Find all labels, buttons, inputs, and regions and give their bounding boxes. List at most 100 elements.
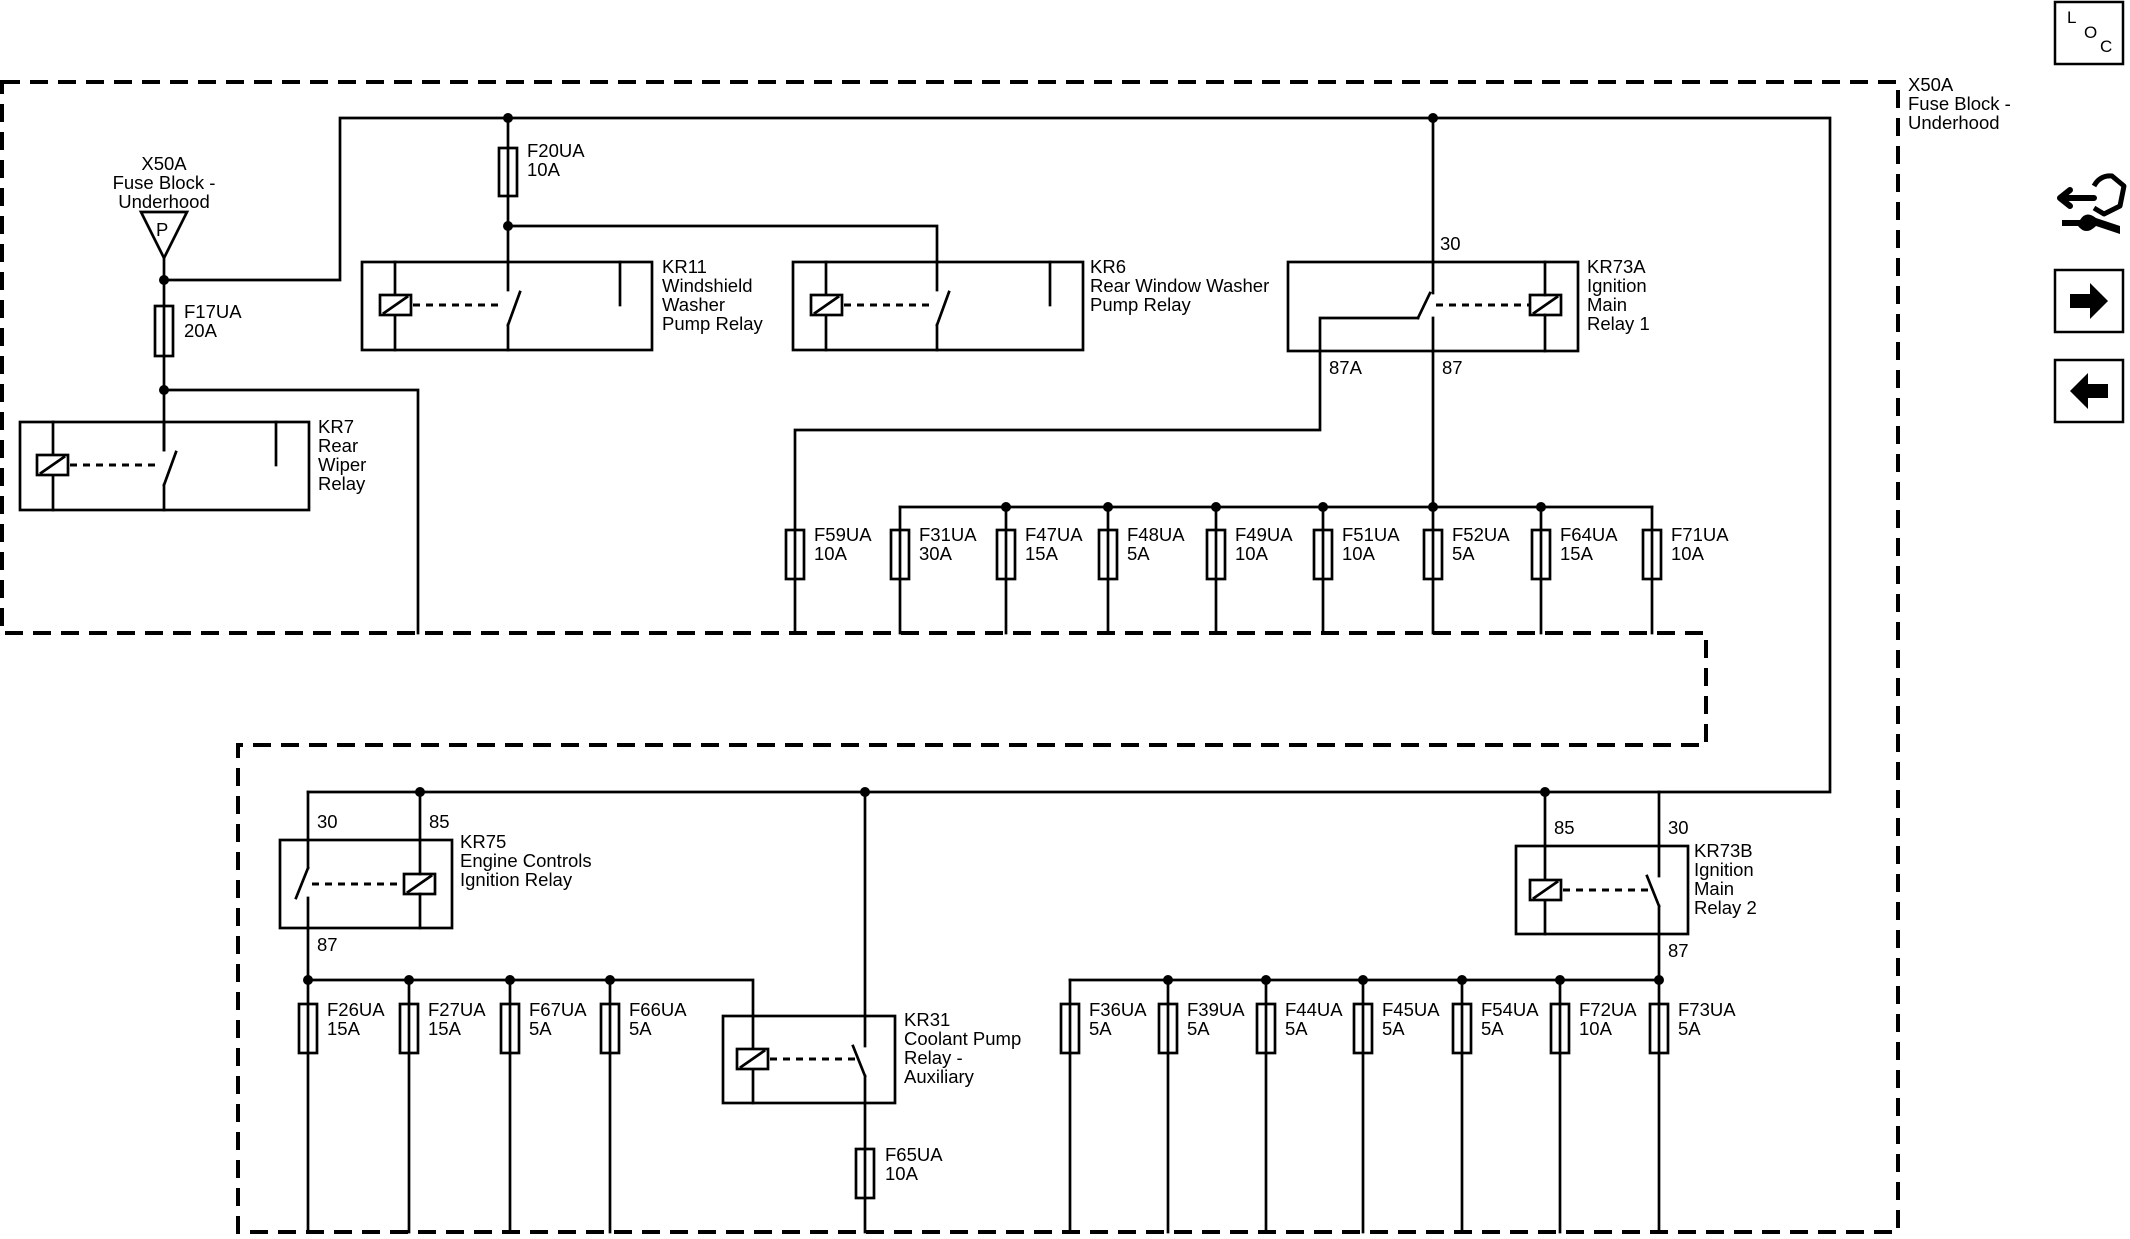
fuse-rating: 5A bbox=[1678, 1018, 1701, 1039]
relay-kr6: KR6 Rear Window Washer Pump Relay bbox=[791, 256, 1269, 352]
pin-label: 85 bbox=[429, 811, 450, 832]
fuse-f20: F20UA 10A bbox=[497, 140, 585, 198]
fuse-name: F52UA bbox=[1452, 524, 1510, 545]
loc-letter: O bbox=[2084, 23, 2097, 42]
fuse-rating: 5A bbox=[1187, 1018, 1210, 1039]
relay-label: Washer bbox=[662, 294, 725, 315]
fuse-block-label: X50A bbox=[1908, 74, 1954, 95]
relay-label: Relay bbox=[318, 473, 366, 494]
pin-label: 30 bbox=[1668, 817, 1689, 838]
fuse-rating: 10A bbox=[885, 1163, 919, 1184]
power-terminal-label: P bbox=[156, 219, 168, 240]
relay-label: KR73B bbox=[1694, 840, 1753, 861]
fuse-rating: 5A bbox=[1127, 543, 1150, 564]
relay-label: KR31 bbox=[904, 1009, 950, 1030]
relay-label: Windshield bbox=[662, 275, 753, 296]
fuse-rating: 5A bbox=[1452, 543, 1475, 564]
fuse-name: F51UA bbox=[1342, 524, 1400, 545]
fuse-rating: 5A bbox=[1481, 1018, 1504, 1039]
relay-kr11: KR11 Windshield Washer Pump Relay bbox=[360, 256, 764, 352]
fuse-rating: 10A bbox=[1579, 1018, 1613, 1039]
relay-kr73a: 30 87A 87 KR73A Ignition Main Relay 1 bbox=[1286, 233, 1650, 378]
fuse-rating: 15A bbox=[327, 1018, 361, 1039]
fuse-name: F47UA bbox=[1025, 524, 1083, 545]
power-source-label: Underhood bbox=[118, 191, 210, 212]
relay-label: Pump Relay bbox=[1090, 294, 1192, 315]
fuse-name: F20UA bbox=[527, 140, 585, 161]
relay-label: KR7 bbox=[318, 416, 354, 437]
power-source: P X50A Fuse Block - Underhood bbox=[113, 153, 215, 262]
upper-wiring bbox=[162, 116, 1832, 794]
relay-kr75: 30 85 87 KR75 Engine Controls Ignition R… bbox=[278, 811, 592, 955]
relay-label: Rear bbox=[318, 435, 358, 456]
fuse-name: F65UA bbox=[885, 1144, 943, 1165]
arrow-left-icon bbox=[2070, 373, 2108, 409]
relay-label: Main bbox=[1694, 878, 1734, 899]
next-page-button[interactable] bbox=[2053, 268, 2125, 334]
relay-label: KR73A bbox=[1587, 256, 1646, 277]
pin-label: 30 bbox=[1440, 233, 1461, 254]
previous-page-button[interactable] bbox=[2053, 358, 2125, 424]
fuse-name: F44UA bbox=[1285, 999, 1343, 1020]
fuse-name: F67UA bbox=[529, 999, 587, 1020]
fuse-rating: 15A bbox=[1025, 543, 1059, 564]
fuse-rating: 5A bbox=[1285, 1018, 1308, 1039]
relay-label: Ignition Relay bbox=[460, 869, 573, 890]
fuse-rating: 10A bbox=[1671, 543, 1705, 564]
power-source-label: X50A bbox=[141, 153, 187, 174]
lower-fuse-drops: F26UA15AF27UA15AF67UA5AF66UA5AF36UA5AF39… bbox=[297, 978, 1736, 1234]
fuse-name: F48UA bbox=[1127, 524, 1185, 545]
relay-label: KR75 bbox=[460, 831, 506, 852]
fuse-name: F36UA bbox=[1089, 999, 1147, 1020]
fuse-rating: 10A bbox=[1342, 543, 1376, 564]
fuse-f65: F65UA 10A bbox=[854, 1144, 943, 1200]
relay-kr73b: 85 30 87 KR73B Ignition Main Relay 2 bbox=[1514, 817, 1757, 961]
splice-dots bbox=[159, 113, 1664, 985]
fuse-name: F54UA bbox=[1481, 999, 1539, 1020]
fuse-name: F64UA bbox=[1560, 524, 1618, 545]
relay-label: Wiper bbox=[318, 454, 366, 475]
loc-letter: C bbox=[2100, 37, 2112, 56]
fuse-rating: 10A bbox=[814, 543, 848, 564]
relay-label: Ignition bbox=[1587, 275, 1647, 296]
fuse-rating: 10A bbox=[1235, 543, 1269, 564]
fuse-name: F71UA bbox=[1671, 524, 1729, 545]
fuse-rating: 5A bbox=[1089, 1018, 1112, 1039]
fuse-rating: 10A bbox=[527, 159, 561, 180]
relay-label: Relay 1 bbox=[1587, 313, 1650, 334]
fuse-name: F31UA bbox=[919, 524, 977, 545]
relay-label: KR6 bbox=[1090, 256, 1126, 277]
relay-label: KR11 bbox=[662, 256, 707, 277]
fuse-name: F39UA bbox=[1187, 999, 1245, 1020]
arrow-right-icon bbox=[2070, 283, 2108, 319]
relay-label: Auxiliary bbox=[904, 1066, 975, 1087]
pin-label: 30 bbox=[317, 811, 338, 832]
fuse-block-label: Fuse Block - bbox=[1908, 93, 2011, 114]
fuse-f17: F17UA 20A bbox=[153, 301, 242, 358]
loc-button[interactable]: L O C bbox=[2053, 0, 2125, 66]
fuse-rating: 15A bbox=[1560, 543, 1594, 564]
relay-kr31: KR31 Coolant Pump Relay - Auxiliary bbox=[721, 1009, 1021, 1105]
upper-fuse-drops: F59UA10AF31UA30AF47UA15AF48UA5AF49UA10AF… bbox=[784, 505, 1729, 635]
relay-kr7: KR7 Rear Wiper Relay bbox=[18, 416, 366, 512]
relay-label: Ignition bbox=[1694, 859, 1754, 880]
fuse-rating: 5A bbox=[1382, 1018, 1405, 1039]
pin-label: 87A bbox=[1329, 357, 1363, 378]
connector-wrench-icon[interactable] bbox=[2057, 173, 2127, 234]
fuse-name: F27UA bbox=[428, 999, 486, 1020]
fuse-name: F17UA bbox=[184, 301, 242, 322]
fuse-name: F26UA bbox=[327, 999, 385, 1020]
